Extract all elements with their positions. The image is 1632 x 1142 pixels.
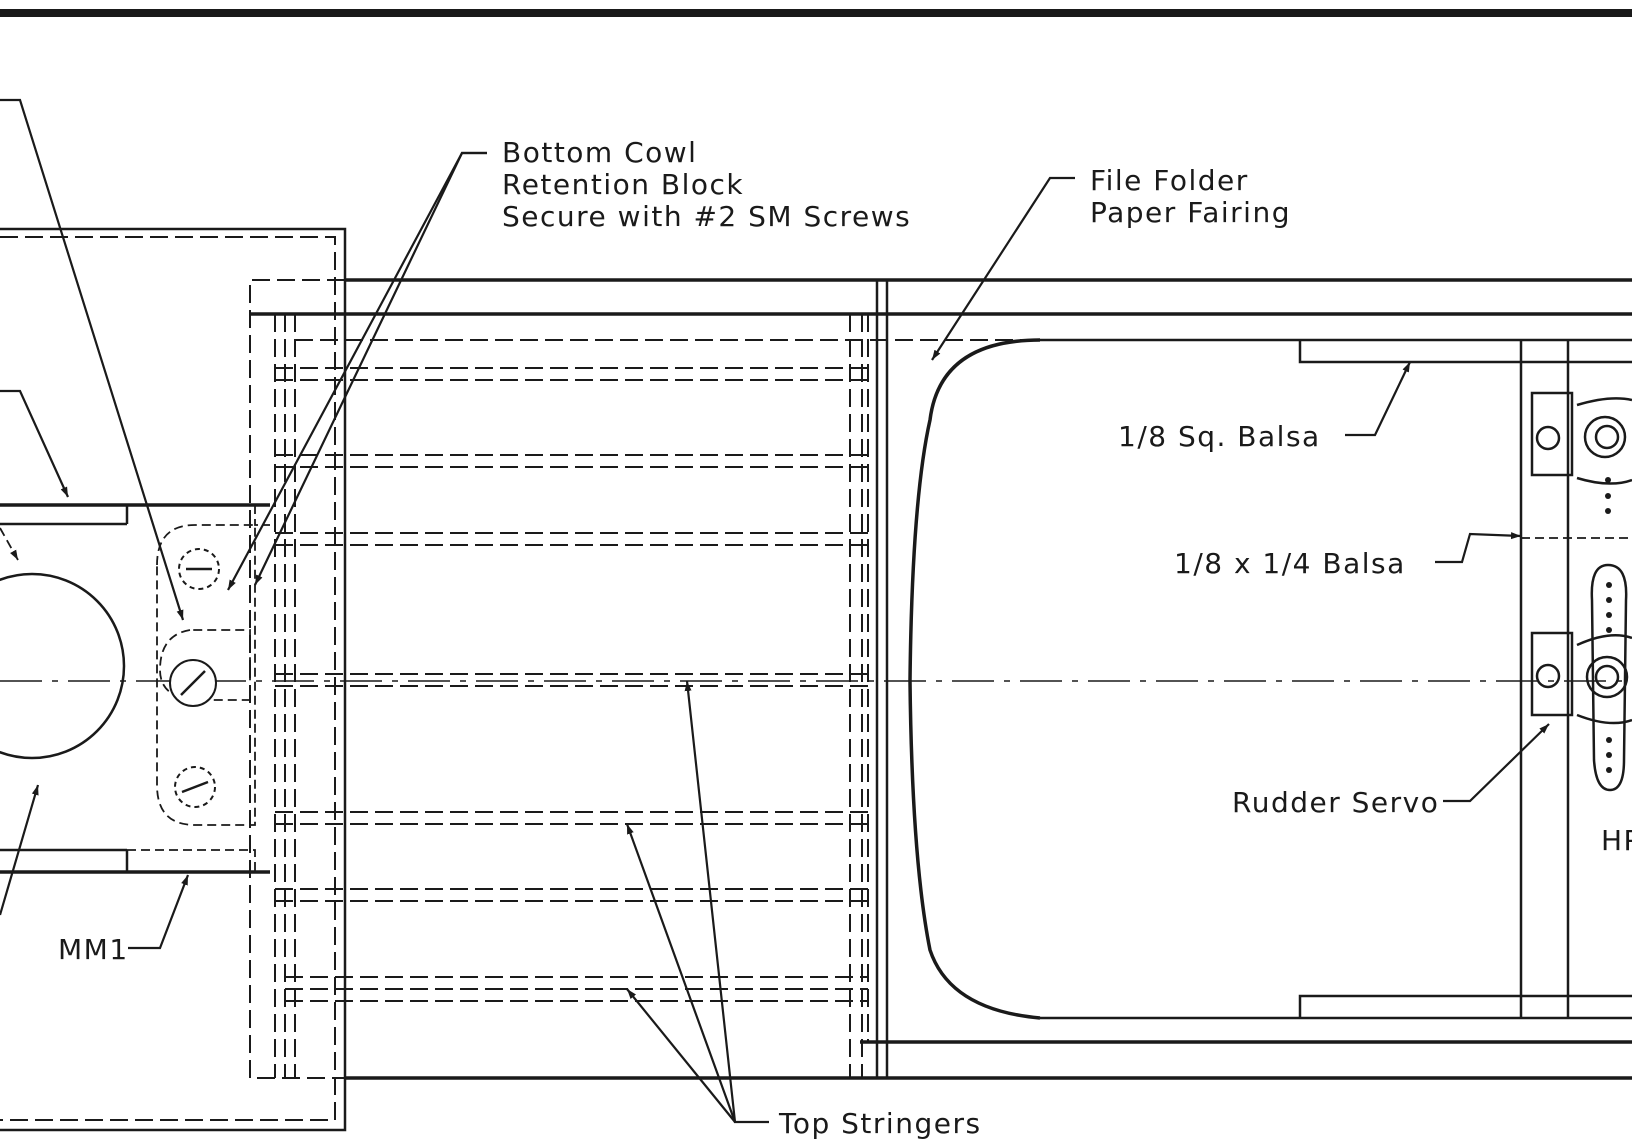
screw-head-icon [178,548,220,590]
label-rudder-servo: Rudder Servo [1232,786,1439,819]
leader-balsa-strip [1435,532,1522,564]
motor-mount-area [0,227,347,1132]
label-sq-balsa: 1/8 Sq. Balsa [1118,420,1321,453]
label-mm1: MM1 [58,933,129,966]
fuselage-body [249,278,1632,1080]
servo-icon [1530,563,1632,792]
leader-cowl-block-2 [254,151,487,586]
label-hp-partial: HP [1601,824,1632,857]
leader-left-rail [0,389,70,498]
leader-top-left [0,98,185,621]
cowl-retention-block [156,524,256,826]
label-balsa-strip: 1/8 x 1/4 Balsa [1174,547,1406,580]
sheet-border-top [0,9,1632,17]
label-fairing-line2: Paper Fairing [1090,196,1291,229]
leader-fairing [931,176,1075,361]
leader-left-dashed [0,527,19,561]
motor-outline [0,572,126,760]
leader-left-bottom [0,784,40,916]
leader-rudder-servo [1443,723,1550,803]
leader-top-stringers-3 [626,988,736,1123]
label-cowl-block-line3: Secure with #2 SM Screws [502,200,911,233]
leader-sq-balsa [1345,361,1411,437]
label-cowl-block-line2: Retention Block [502,168,744,201]
top-stringers [275,367,868,1002]
label-fairing-line1: File Folder [1090,164,1249,197]
label-cowl-block-line1: Bottom Cowl [502,136,697,169]
servo-icon [1530,391,1632,514]
screw-head-icon [174,766,216,808]
screw-head-icon [169,659,217,707]
leader-top-stringers-2 [625,823,737,1123]
label-top-stringers: Top Stringers [778,1107,982,1140]
leader-mm1 [128,874,190,950]
paper-fairing-outline [908,338,1041,1020]
